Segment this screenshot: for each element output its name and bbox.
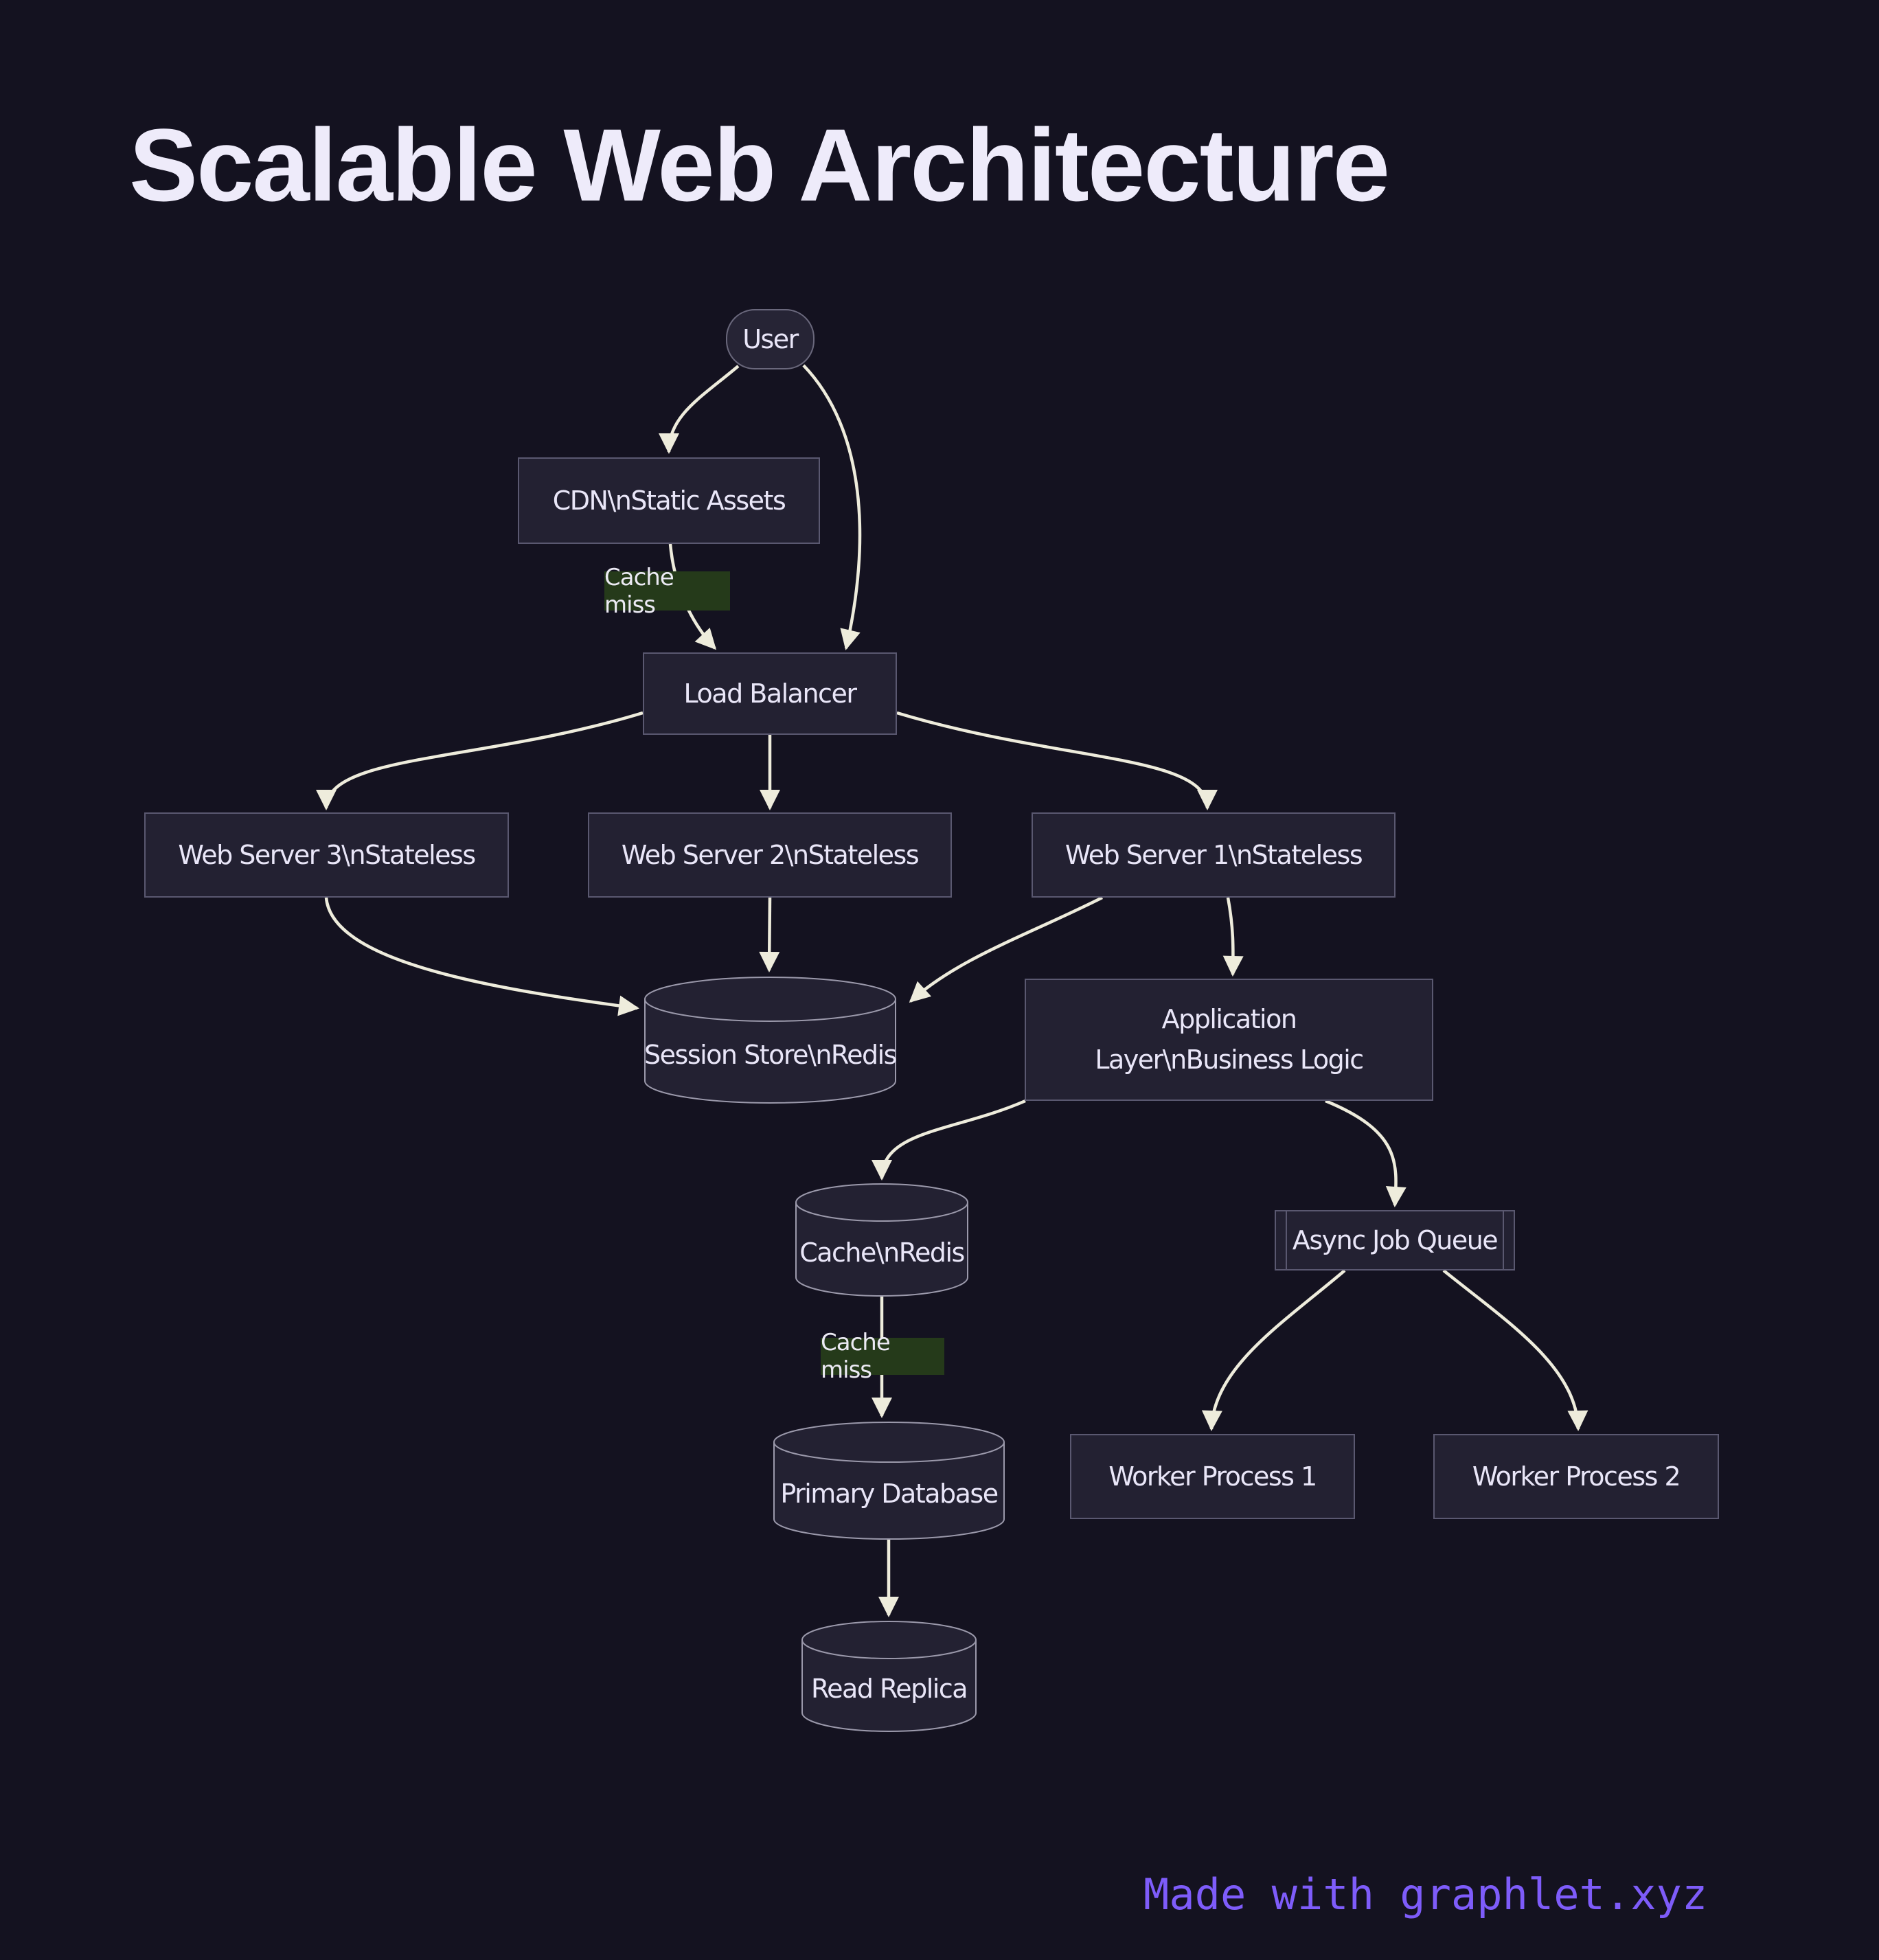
node-user: User — [726, 309, 815, 369]
node-web-server-1-label: Web Server 1\nStateless — [1064, 840, 1363, 870]
node-read-replica-label: Read Replica — [810, 1674, 968, 1704]
edge-application-layer-cache — [872, 1099, 1026, 1181]
edge-label-cache-miss-1: Cache miss — [604, 564, 730, 619]
edge-web-server-2-session-store — [759, 897, 780, 972]
node-worker-process-2: Worker Process 2 — [1433, 1434, 1719, 1519]
edge-async-job-queue-worker-process-1 — [1201, 1269, 1346, 1431]
node-web-server-3-label: Web Server 3\nStateless — [178, 840, 476, 870]
node-load-balancer: Load Balancer — [643, 652, 897, 735]
node-session-store-label: Session Store\nRedis — [644, 1039, 897, 1070]
node-load-balancer-label: Load Balancer — [683, 679, 857, 709]
node-worker-process-1-label: Worker Process 1 — [1108, 1461, 1317, 1492]
footer-credit: Made with graphlet.xyz — [1143, 1869, 1708, 1919]
edge-web-server-3-session-store — [324, 897, 639, 1016]
edge-async-job-queue-worker-process-2 — [1442, 1269, 1588, 1431]
edge-application-layer-async-job-queue — [1325, 1099, 1407, 1207]
node-application-layer-label: Application Layer\nBusiness Logic — [1095, 1004, 1364, 1075]
node-async-job-queue-label: Async Job Queue — [1292, 1225, 1499, 1255]
node-web-server-2: Web Server 2\nStateless — [588, 812, 952, 898]
node-worker-process-2-label: Worker Process 2 — [1472, 1461, 1681, 1492]
node-cache: Cache\nRedis — [795, 1183, 968, 1297]
edge-load-balancer-web-server-3 — [316, 711, 644, 810]
node-application-layer: Application Layer\nBusiness Logic — [1025, 979, 1433, 1101]
node-web-server-3: Web Server 3\nStateless — [144, 812, 509, 898]
node-cdn-label: CDN\nStatic Assets — [552, 486, 786, 516]
node-primary-database-label: Primary Database — [780, 1479, 999, 1509]
node-web-server-2-label: Web Server 2\nStateless — [621, 840, 920, 870]
node-worker-process-1: Worker Process 1 — [1070, 1434, 1355, 1519]
edge-label-cache-miss-2: Cache miss — [821, 1329, 944, 1384]
node-user-label: User — [742, 324, 799, 354]
node-read-replica: Read Replica — [801, 1621, 977, 1732]
node-cdn: CDN\nStatic Assets — [518, 457, 820, 544]
node-session-store: Session Store\nRedis — [644, 977, 897, 1104]
node-async-job-queue: Async Job Queue — [1275, 1210, 1515, 1270]
edge-user-cdn — [659, 365, 740, 454]
edge-web-server-1-application-layer — [1222, 897, 1244, 977]
node-primary-database: Primary Database — [773, 1422, 1005, 1540]
node-cache-label: Cache\nRedis — [799, 1237, 965, 1268]
edge-load-balancer-web-server-1 — [896, 711, 1218, 810]
page-title: Scalable Web Architecture — [129, 107, 1390, 223]
node-web-server-1: Web Server 1\nStateless — [1032, 812, 1396, 898]
